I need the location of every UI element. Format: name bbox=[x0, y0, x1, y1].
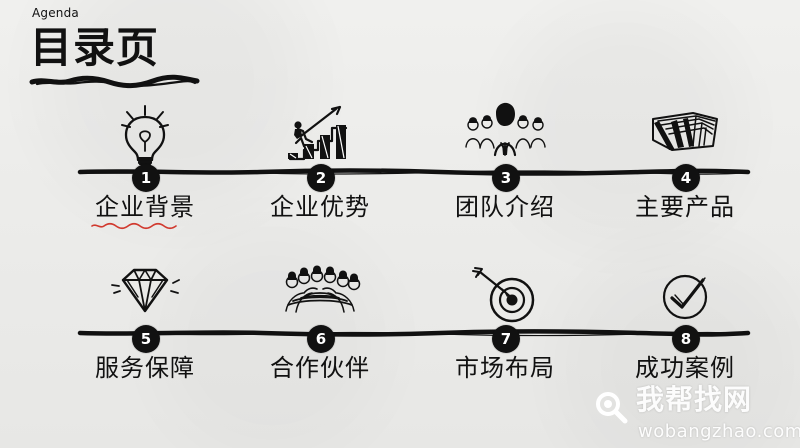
agenda-label: 服务保障 bbox=[95, 354, 195, 382]
target-icon bbox=[455, 262, 555, 326]
agenda-number-badge: 5 bbox=[132, 325, 160, 353]
agenda-label: 合作伙伴 bbox=[270, 354, 370, 382]
agenda-number-badge: 7 bbox=[492, 325, 520, 353]
header: Agenda 目录页 bbox=[29, 6, 210, 97]
agenda-number-badge: 4 bbox=[672, 164, 700, 192]
diamond-icon bbox=[95, 262, 195, 326]
growth-chart-icon bbox=[270, 101, 370, 165]
agenda-item-2: 2 企业优势 bbox=[245, 101, 395, 251]
agenda-label: 成功案例 bbox=[635, 354, 735, 382]
agenda-label: 企业背景 bbox=[95, 193, 195, 221]
watermark: 我帮找网 wobangzhao.com bbox=[584, 383, 800, 448]
lightbulb-icon bbox=[95, 101, 195, 165]
agenda-item-1: 1 企业背景 bbox=[70, 101, 220, 251]
team-icon bbox=[455, 101, 555, 165]
title-underline bbox=[29, 74, 200, 89]
agenda-number-badge: 8 bbox=[672, 325, 700, 353]
agenda-label: Agenda bbox=[32, 6, 79, 20]
watermark-brand: 我帮找网 bbox=[636, 383, 753, 416]
agenda-label: 企业优势 bbox=[270, 193, 370, 221]
checkmark-icon bbox=[635, 262, 735, 326]
watermark-url: wobangzhao.com bbox=[638, 421, 800, 442]
agenda-item-7: 7 市场布局 bbox=[430, 262, 580, 412]
agenda-label: 团队介绍 bbox=[455, 193, 555, 221]
agenda-number-badge: 1 bbox=[132, 164, 160, 192]
magnifier-logo-icon bbox=[596, 392, 628, 424]
timeline-bottom bbox=[77, 329, 751, 337]
teamwork-icon bbox=[270, 262, 370, 326]
agenda-item-6: 6 合作伙伴 bbox=[245, 262, 395, 412]
agenda-number-badge: 2 bbox=[307, 164, 335, 192]
agenda-item-8: 8 成功案例 bbox=[610, 262, 760, 412]
agenda-item-3: 3 团队介绍 bbox=[430, 101, 580, 251]
agenda-item-5: 5 服务保障 bbox=[70, 262, 220, 412]
documents-icon bbox=[635, 101, 735, 165]
page-title: 目录页 bbox=[30, 23, 160, 72]
agenda-item-4: 4 主要产品 bbox=[610, 101, 760, 251]
spellcheck-underline bbox=[91, 222, 177, 230]
agenda-label: 主要产品 bbox=[635, 193, 735, 221]
agenda-number-badge: 6 bbox=[307, 325, 335, 353]
agenda-number-badge: 3 bbox=[492, 164, 520, 192]
agenda-label: 市场布局 bbox=[455, 354, 555, 382]
